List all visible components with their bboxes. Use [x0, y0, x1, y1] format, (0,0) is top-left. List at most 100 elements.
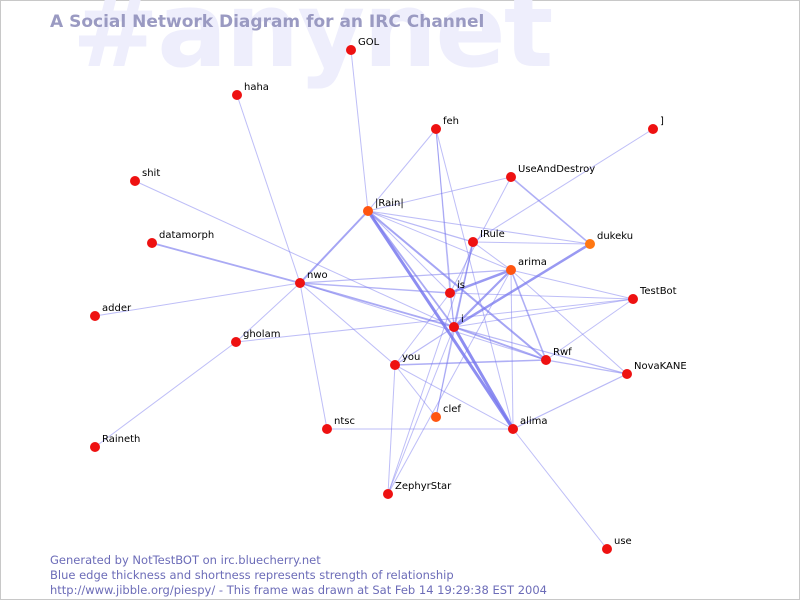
edge-rain-alima — [366, 210, 515, 430]
node-label: gholam — [243, 329, 280, 340]
node-dot — [628, 294, 638, 304]
footer-legend: Blue edge thickness and shortness repres… — [50, 568, 454, 582]
edge-nwo-datamorph — [151, 242, 301, 284]
edge-rain-dukeku — [367, 210, 591, 245]
node-label: TestBot — [639, 286, 677, 297]
node-adder: adder — [90, 303, 132, 321]
edge-feh-is — [435, 128, 451, 294]
node-label: ] — [660, 116, 664, 127]
edge-irule-i — [453, 241, 474, 328]
node-rain: |Rain| — [363, 198, 404, 216]
node-dot — [232, 90, 242, 100]
channel-watermark: #anynet — [72, 0, 553, 91]
node-shit: shit — [130, 168, 160, 186]
node-label: feh — [443, 116, 459, 127]
node-arima: arima — [506, 257, 547, 275]
node-use: use — [602, 536, 632, 554]
edge-irule-zephyrstar — [387, 241, 474, 495]
node-gholam: gholam — [231, 329, 280, 347]
node-datamorph: datamorph — [147, 230, 214, 248]
footer: Generated by NotTestBOT on irc.bluecherr… — [50, 553, 547, 598]
edge-rain-gol — [350, 49, 369, 212]
edge-arima-novakane — [510, 269, 628, 375]
node-dot — [90, 442, 100, 452]
node-dot — [363, 206, 373, 216]
node-label: IRule — [480, 229, 505, 240]
edge-testbot-rwf — [545, 298, 634, 361]
edge-you-zephyrstar — [387, 364, 396, 495]
node-novakane: NovaKANE — [622, 361, 687, 379]
node-dot — [602, 544, 612, 554]
edge-rain-irule — [367, 210, 474, 243]
node-label: adder — [102, 303, 132, 314]
edge-rain-is — [367, 210, 451, 294]
edge-you-clef — [394, 364, 437, 418]
node-label: haha — [244, 82, 269, 93]
edge-novakane-alima — [512, 373, 628, 430]
node-dukeku: dukeku — [585, 231, 633, 249]
node-label: ntsc — [334, 416, 355, 427]
edge-feh-alima — [435, 128, 514, 430]
edge-irule-arima — [472, 241, 512, 271]
edge-nwo-rwf — [299, 282, 547, 361]
node-nwo: nwo — [295, 270, 328, 288]
edge-nwo-arima — [299, 269, 512, 284]
edge-arima-rwf — [510, 269, 547, 361]
edge-rain-i — [367, 210, 455, 328]
edge-rain-useanddestroy — [367, 176, 512, 212]
edge-i-novakane — [453, 326, 628, 375]
node-testbot: TestBot — [628, 286, 677, 304]
node-feh: feh — [431, 116, 459, 134]
node-dot — [231, 337, 241, 347]
node-haha: haha — [232, 82, 269, 100]
node-bracket: ] — [648, 116, 664, 134]
node-label: datamorph — [159, 230, 214, 241]
edge-rain-nwo — [299, 210, 369, 284]
edge-nwo-you — [299, 282, 396, 366]
node-dot — [390, 360, 400, 370]
edge-adder-nwo — [94, 282, 301, 317]
node-raineth: Raineth — [90, 434, 140, 452]
node-dot — [506, 172, 516, 182]
node-label: is — [457, 280, 465, 291]
edge-gholam-testbot — [235, 298, 634, 343]
node-rwf: Rwf — [541, 347, 572, 365]
node-label: you — [402, 352, 420, 363]
edge-arima-alima — [510, 269, 514, 430]
node-dot — [147, 238, 157, 248]
edge-is-you — [394, 292, 451, 366]
edge-arima-testbot — [510, 269, 634, 300]
node-alima: alima — [508, 416, 548, 434]
node-dot — [130, 176, 140, 186]
edge-gholam-nwo — [235, 282, 301, 343]
edge-rain-feh — [367, 128, 437, 212]
footer-url-timestamp[interactable]: http://www.jibble.org/piespy/ - This fra… — [50, 583, 547, 597]
node-dot — [541, 355, 551, 365]
footer-generated-by: Generated by NotTestBOT on irc.bluecherr… — [50, 553, 321, 567]
edge-i-dukeku — [453, 242, 591, 329]
node-is: is — [445, 280, 465, 298]
node-i: i — [449, 314, 464, 332]
node-dot — [622, 369, 632, 379]
edge-is-i — [449, 292, 455, 328]
edge-rain-rwf — [367, 210, 547, 361]
node-label: nwo — [307, 270, 328, 281]
edge-rwf-novakane — [545, 359, 628, 375]
node-clef: clef — [431, 404, 461, 422]
edge-i-zephyrstar — [387, 326, 455, 495]
node-irule: IRule — [468, 229, 505, 247]
edge-i-rwf — [453, 326, 547, 361]
edge-useanddestroy-dukeku — [510, 176, 591, 245]
node-dot — [322, 424, 332, 434]
edge-gholam-raineth — [94, 341, 237, 448]
edge-bracket-irule — [472, 128, 654, 243]
edge-zephyrstar-arima — [387, 269, 512, 495]
diagram-title: A Social Network Diagram for an IRC Chan… — [50, 12, 485, 32]
edge-i-you — [394, 326, 455, 366]
edge-nwo-is — [299, 282, 451, 294]
edge-rain-arima — [367, 210, 512, 271]
node-label: i — [461, 314, 464, 325]
node-label: use — [614, 536, 632, 547]
